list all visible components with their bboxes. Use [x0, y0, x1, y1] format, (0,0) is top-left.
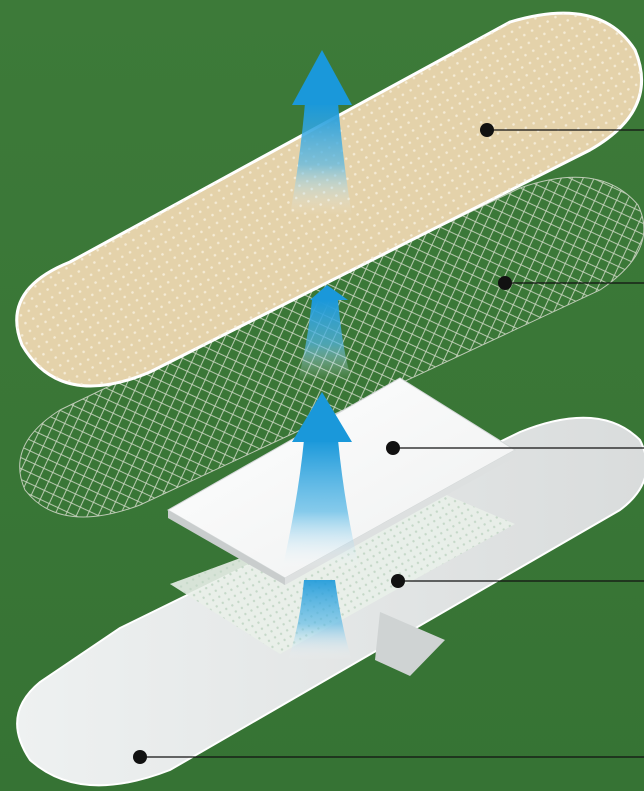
- bandage-layers-diagram: [0, 0, 644, 791]
- diagram-canvas: [0, 0, 644, 791]
